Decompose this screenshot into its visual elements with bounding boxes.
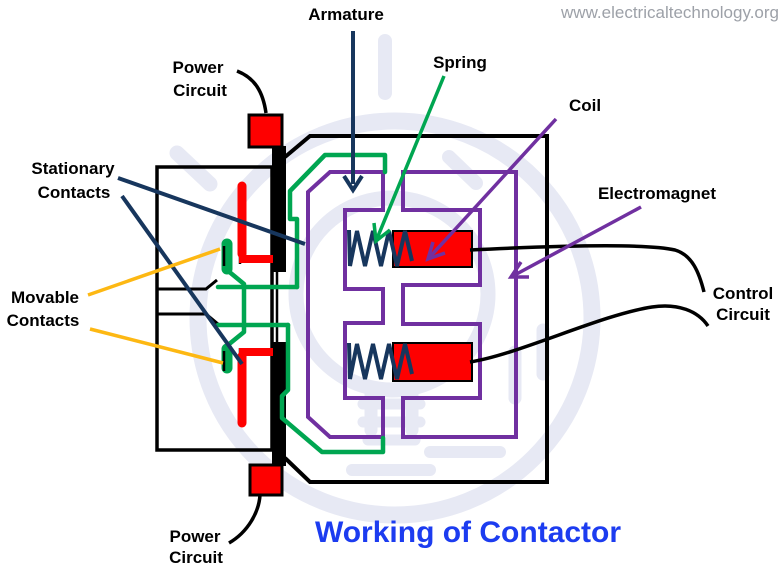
upper-power-wire xyxy=(236,69,268,114)
power-circuit-bottom-label-line2: Circuit xyxy=(169,548,223,567)
stationary-contacts xyxy=(237,181,273,428)
chamber-guide-upper xyxy=(157,278,218,291)
lower-spring xyxy=(347,342,414,380)
watermark-outer-circle xyxy=(189,112,601,524)
diagram-labels: www.electricaltechnology.org Armature Po… xyxy=(7,3,779,567)
stationary-pointer-lower xyxy=(120,194,244,366)
stationary-pointer-upper xyxy=(117,176,306,246)
spring-label: Spring xyxy=(433,53,487,72)
power-circuit-top-label-line2: Circuit xyxy=(173,81,227,100)
movable-contact-carrier xyxy=(215,152,388,455)
control-wire-lower xyxy=(469,304,710,364)
carrier-lower-link xyxy=(279,322,386,455)
lower-power-terminal xyxy=(248,463,284,497)
main-housing-box xyxy=(283,134,549,484)
electromagnet-label: Electromagnet xyxy=(598,184,716,203)
magnetic-cores xyxy=(306,170,518,439)
electromagnet-e-core xyxy=(401,170,518,439)
control-circuit-label-line2: Circuit xyxy=(716,305,770,324)
movable-contacts-label-line1: Movable xyxy=(11,288,79,307)
armature-label: Armature xyxy=(308,5,384,24)
movable-pointer-lower xyxy=(89,327,224,365)
watermark-url-text: www.electricaltechnology.org xyxy=(560,3,779,22)
springs xyxy=(347,229,414,380)
control-circuit-label-line1: Control xyxy=(713,284,773,303)
control-wire-upper xyxy=(469,244,706,293)
coil-label: Coil xyxy=(569,96,601,115)
page-title: Working of Contactor xyxy=(315,516,621,549)
lower-conductor-bar xyxy=(272,342,286,466)
upper-conductor-bar xyxy=(272,146,286,272)
coil-arrowhead xyxy=(425,241,446,262)
movable-contacts-label-line2: Contacts xyxy=(7,311,80,330)
electromagnet-arrow-line xyxy=(510,205,642,279)
stationary-contacts-label-line2: Contacts xyxy=(38,183,111,202)
control-circuit-wires xyxy=(469,244,710,364)
armature-arrowhead xyxy=(342,174,364,194)
electromagnet-arrowhead xyxy=(507,261,529,279)
pointer-lines xyxy=(87,31,642,366)
spring-arrowhead xyxy=(372,222,392,245)
power-circuit-bottom-label-line1: Power xyxy=(169,527,220,546)
contact-chamber-box xyxy=(155,165,274,452)
upper-spring xyxy=(347,229,414,267)
power-conductors xyxy=(228,69,286,545)
upper-power-terminal xyxy=(247,113,284,149)
power-circuit-top-label-line1: Power xyxy=(172,58,223,77)
movable-pointer-upper xyxy=(87,247,221,297)
armature-e-core xyxy=(306,170,385,439)
carrier-center-post xyxy=(224,267,247,348)
stationary-contacts-label-line1: Stationary xyxy=(31,159,115,178)
coil-arrow-line xyxy=(426,117,558,261)
carrier-upper-link xyxy=(287,152,388,290)
spring-arrow-line xyxy=(374,75,446,242)
lower-power-wire xyxy=(228,494,262,545)
